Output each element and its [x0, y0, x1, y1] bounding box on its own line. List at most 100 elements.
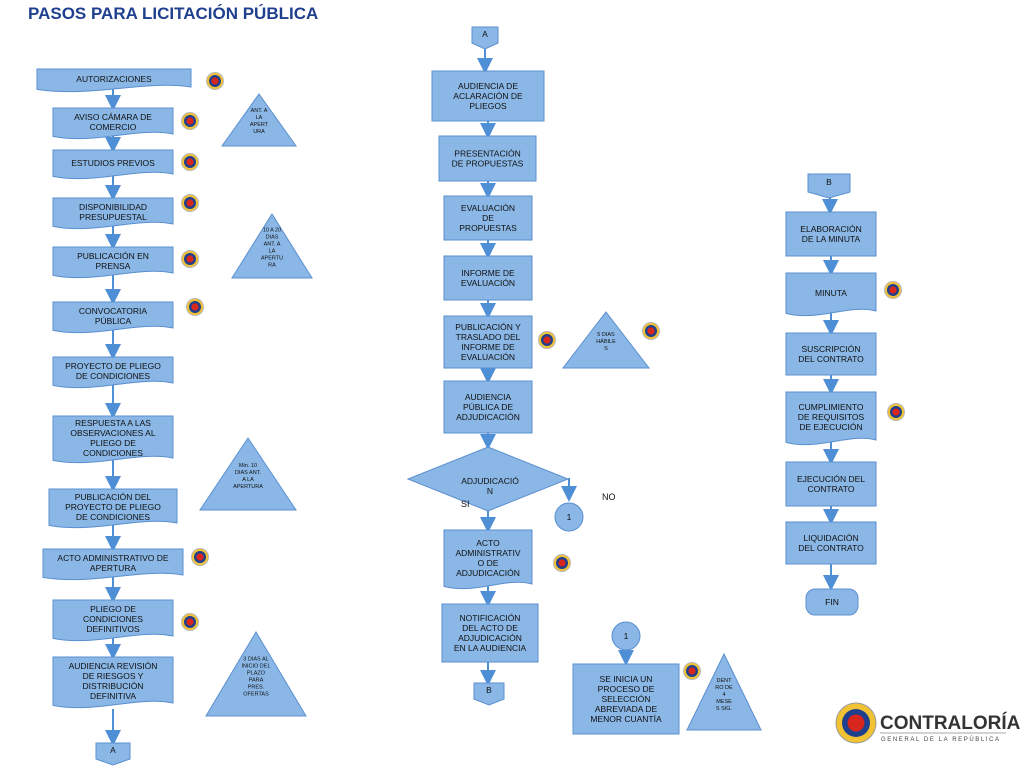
branch-note-label: RO DE: [715, 685, 733, 691]
col1-step-11-label: DEFINITIVOS: [86, 624, 140, 634]
connector-b-in: B: [807, 173, 851, 199]
connector-1-in-label: 1: [624, 631, 629, 641]
branch-step-label: ABREVIADA DE: [595, 704, 658, 714]
contraloria-seal-icon: [206, 72, 224, 90]
col3-step-1-label: ELABORACIÓN: [800, 224, 861, 234]
col1-step-11-label: PLIEGO DE: [90, 604, 136, 614]
contraloria-seal-icon: [642, 322, 660, 340]
col1-step-3-label: ESTUDIOS PREVIOS: [71, 158, 155, 168]
branch-step-label: PROCESO DE: [598, 684, 655, 694]
col2-step-5-label: INFORME DE: [461, 342, 515, 352]
branch-note-label: 4: [722, 692, 725, 698]
col1-note-1-label: URA: [253, 129, 265, 135]
contraloria-seal-icon: [181, 112, 199, 130]
col1-step-12-label: DE RIESGOS Y: [83, 671, 144, 681]
decision-no-label: NO: [602, 492, 616, 502]
connector-1-in: 1: [611, 621, 641, 651]
col1-note-1-label: APERT: [250, 122, 269, 128]
decision-no-arrow: [561, 478, 577, 502]
col2-step-5-label: PUBLICACIÓN Y: [455, 322, 521, 332]
col2-step-4-label: EVALUACIÓN: [461, 278, 515, 288]
col2-after-2-label: DEL ACTO DE: [462, 623, 518, 633]
col1-note-3-label: A LA: [242, 477, 254, 483]
col2-step-1-label: AUDIENCIA DE: [458, 81, 518, 91]
connector-1-out: 1: [554, 502, 584, 532]
col2-note-label: 5 DIAS: [597, 332, 615, 338]
col1-note-4-label: OFERTAS: [243, 692, 269, 698]
logo-subtitle: GENERAL DE LA REPÚBLICA: [881, 736, 1001, 743]
col2-note-label: HÁBILE: [596, 338, 616, 345]
contraloria-seal-icon: [181, 250, 199, 268]
contraloria-seal-icon: [884, 281, 902, 299]
col1-step-8-label: CONDICIONES: [83, 448, 143, 458]
connector-b-out-label: B: [486, 685, 492, 695]
branch-note-label: MESE: [716, 699, 732, 705]
col1-note-4-label: PLAZO: [247, 671, 266, 677]
col2-after-2-label: ADJUDICACIÓN: [458, 633, 522, 643]
end-terminator-label: FIN: [825, 597, 839, 607]
col1-note-2-label: RA: [268, 263, 276, 269]
col2-after-1-label: ADJUDICACIÓN: [456, 568, 520, 578]
col1-note-4-label: INICIO DEL: [241, 664, 270, 670]
contraloria-seal-icon: [181, 153, 199, 171]
col2-after-1-label: O DE: [478, 558, 499, 568]
col3-step-4-label: DE REQUISITOS: [798, 412, 865, 422]
col1-step-1-label: AUTORIZACIONES: [76, 74, 152, 84]
col1-step-5-label: PRENSA: [96, 261, 131, 271]
col2-step-3-label: EVALUACIÓN: [461, 203, 515, 213]
decision-yes-label: SI: [461, 499, 470, 509]
col1-note-4-label: PRES.: [248, 685, 265, 691]
col2-step-6-label: AUDIENCIA: [465, 392, 512, 402]
col2-note-label: S: [604, 346, 608, 352]
connector-1-out-label: 1: [567, 512, 572, 522]
col2-step-3-label: DE: [482, 213, 494, 223]
contraloria-logo: CONTRALORÍA GENERAL DE LA REPÚBLICA: [826, 693, 1021, 757]
page-title: PASOS PARA LICITACIÓN PÚBLICA: [28, 4, 319, 23]
col2-after-2-label: EN LA AUDIENCIA: [454, 643, 527, 653]
col1-note-4-label: PARA: [249, 678, 264, 684]
contraloria-seal-icon: [553, 554, 571, 572]
branch-note-label: DENT: [717, 678, 733, 684]
col1-step-1: AUTORIZACIONES: [36, 68, 192, 93]
col2-step-2-label: PRESENTACIÓN: [454, 149, 520, 159]
logo-name: CONTRALORÍA: [880, 712, 1021, 734]
col2-step-5-label: EVALUACIÓN: [461, 352, 515, 362]
col3-step-1-label: DE LA MINUTA: [802, 234, 861, 244]
col1-step-8-label: OBSERVACIONES AL: [70, 428, 155, 438]
col2-step-1-label: ACLARACIÓN DE: [453, 91, 523, 101]
col2-step-4-label: INFORME DE: [461, 268, 515, 278]
decision-label: N: [487, 486, 493, 496]
col3-step-5-label: EJECUCIÓN DEL: [797, 474, 865, 484]
col1-step-11-label: CONDICIONES: [83, 614, 143, 624]
col1-note-4-label: 3 DIAS AL: [243, 657, 268, 663]
col1-note-1-label: LA: [256, 115, 263, 121]
col1-step-4-label: DISPONIBILIDAD: [79, 202, 147, 212]
connector-a-in: A: [471, 26, 499, 50]
col1-note-2-label: ANT. A: [264, 242, 281, 248]
col2-step-5-label: TRASLADO DEL: [456, 332, 521, 342]
connector-b-out: B: [473, 682, 505, 706]
contraloria-seal-icon: [181, 613, 199, 631]
col1-step-9-label: PUBLICACIÓN DEL: [75, 492, 152, 502]
col1-note-2-label: APERTU: [261, 256, 283, 262]
col2-step-3-label: PROPUESTAS: [459, 223, 517, 233]
contraloria-seal-icon: [887, 403, 905, 421]
col1-step-8-label: RESPUESTA A LAS: [75, 418, 151, 428]
col3-step-2: MINUTA: [785, 272, 877, 317]
col1-note-3-label: DIAS ANT.: [235, 470, 261, 476]
